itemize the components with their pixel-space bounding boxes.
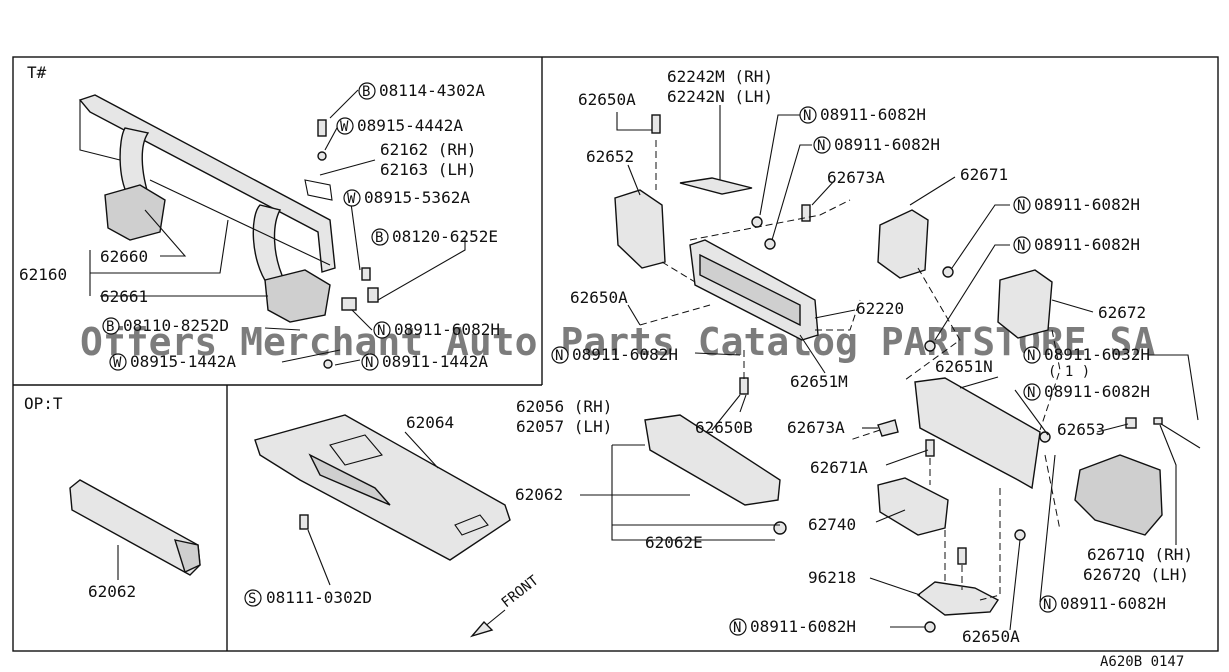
- svg-text:W: W: [113, 355, 122, 371]
- label-08911-6082h-e: 08911-6082H: [572, 345, 678, 364]
- label-62064: 62064: [406, 413, 454, 432]
- label-08911-6082h-a: 08911-6082H: [820, 105, 926, 124]
- label-08111-0302d: 08111-0302D: [266, 588, 372, 607]
- label-62671a: 62671A: [810, 458, 868, 477]
- label-62056: 62056 (RH): [516, 397, 612, 416]
- label-62651n: 62651N: [935, 357, 993, 376]
- svg-text:N: N: [803, 108, 811, 124]
- under-cover-illustration: [254, 414, 511, 561]
- label-62650a-mid: 62650A: [570, 288, 628, 307]
- svg-text:N: N: [817, 138, 825, 154]
- watermark-text: Offers Merchant Auto Parts Catalog PARTS…: [80, 320, 1155, 364]
- svg-text:N: N: [733, 620, 741, 636]
- label-08911-6082h-g: 08911-6082H: [1060, 594, 1166, 613]
- label-62162: 62162 (RH): [380, 140, 476, 159]
- label-08911-6082h-c: 08911-6082H: [1034, 195, 1140, 214]
- label-62671q: 62671Q (RH): [1087, 545, 1193, 564]
- label-62242n: 62242N (LH): [667, 87, 773, 106]
- label-08911-6032h: 08911-6032H: [1044, 345, 1150, 364]
- label-08915-4442a: 08915-4442A: [357, 116, 463, 135]
- label-62672: 62672: [1098, 303, 1146, 322]
- label-08110-8252d: 08110-8252D: [123, 316, 229, 335]
- svg-text:W: W: [340, 119, 349, 135]
- label-62651m: 62651M: [790, 372, 848, 391]
- svg-text:N: N: [365, 355, 373, 371]
- svg-text:B: B: [375, 230, 383, 246]
- label-62650a-top: 62650A: [578, 90, 636, 109]
- label-08120-6252e: 08120-6252E: [392, 227, 498, 246]
- label-62660: 62660: [100, 247, 148, 266]
- svg-text:W: W: [347, 191, 356, 207]
- label-62652: 62652: [586, 147, 634, 166]
- label-08911-6082h-f: 08911-6082H: [1044, 382, 1150, 401]
- svg-text:N: N: [555, 348, 563, 364]
- section-label-t: T#: [27, 63, 47, 82]
- svg-text:N: N: [1027, 348, 1035, 364]
- label-62673a-low: 62673A: [787, 418, 845, 437]
- outer-frame: [12, 56, 1219, 652]
- label-62650a-bot: 62650A: [962, 627, 1020, 646]
- label-62673a-top: 62673A: [827, 168, 885, 187]
- label-62062e: 62062E: [645, 533, 703, 552]
- label-62220: 62220: [856, 299, 904, 318]
- svg-text:N: N: [1027, 385, 1035, 401]
- front-label: FRONT: [499, 572, 543, 611]
- svg-text:N: N: [1043, 597, 1051, 613]
- label-62242m: 62242M (RH): [667, 67, 773, 86]
- label-62672q: 62672Q (LH): [1083, 565, 1189, 584]
- label-08915-5362a: 08915-5362A: [364, 188, 470, 207]
- svg-text:B: B: [362, 84, 370, 100]
- bumper-assembly-illustration: [614, 114, 1201, 633]
- label-62062-main: 62062: [515, 485, 563, 504]
- label-08114-4302a: 08114-4302A: [379, 81, 485, 100]
- label-62160: 62160: [19, 265, 67, 284]
- catalog-code: A620B 0147: [1100, 654, 1184, 670]
- svg-text:N: N: [377, 323, 385, 339]
- label-96218: 96218: [808, 568, 856, 587]
- label-62671: 62671: [960, 165, 1008, 184]
- label-62653: 62653: [1057, 420, 1105, 439]
- svg-text:N: N: [1017, 238, 1025, 254]
- label-62163: 62163 (LH): [380, 160, 476, 179]
- label-qty-1: ( 1 ): [1048, 364, 1090, 380]
- label-62740: 62740: [808, 515, 856, 534]
- svg-text:S: S: [248, 591, 256, 607]
- label-62650b: 62650B: [695, 418, 753, 437]
- label-08915-1442a: 08915-1442A: [130, 352, 236, 371]
- label-08911-6082h-h: 08911-6082H: [750, 617, 856, 636]
- section-label-op: OP:T: [24, 394, 63, 413]
- label-62062-op: 62062: [88, 582, 136, 601]
- label-08911-1442a: 08911-1442A: [382, 352, 488, 371]
- label-62057: 62057 (LH): [516, 417, 612, 436]
- label-08911-6082h-b: 08911-6082H: [834, 135, 940, 154]
- front-arrow: [469, 609, 506, 638]
- label-08911-6082h-d: 08911-6082H: [1034, 235, 1140, 254]
- svg-text:B: B: [106, 319, 114, 335]
- label-62661: 62661: [100, 287, 148, 306]
- label-08911-6082h-left: 08911-6082H: [394, 320, 500, 339]
- op-cover-illustration: [69, 479, 201, 576]
- svg-text:N: N: [1017, 198, 1025, 214]
- grille-guard-illustration: [78, 94, 379, 369]
